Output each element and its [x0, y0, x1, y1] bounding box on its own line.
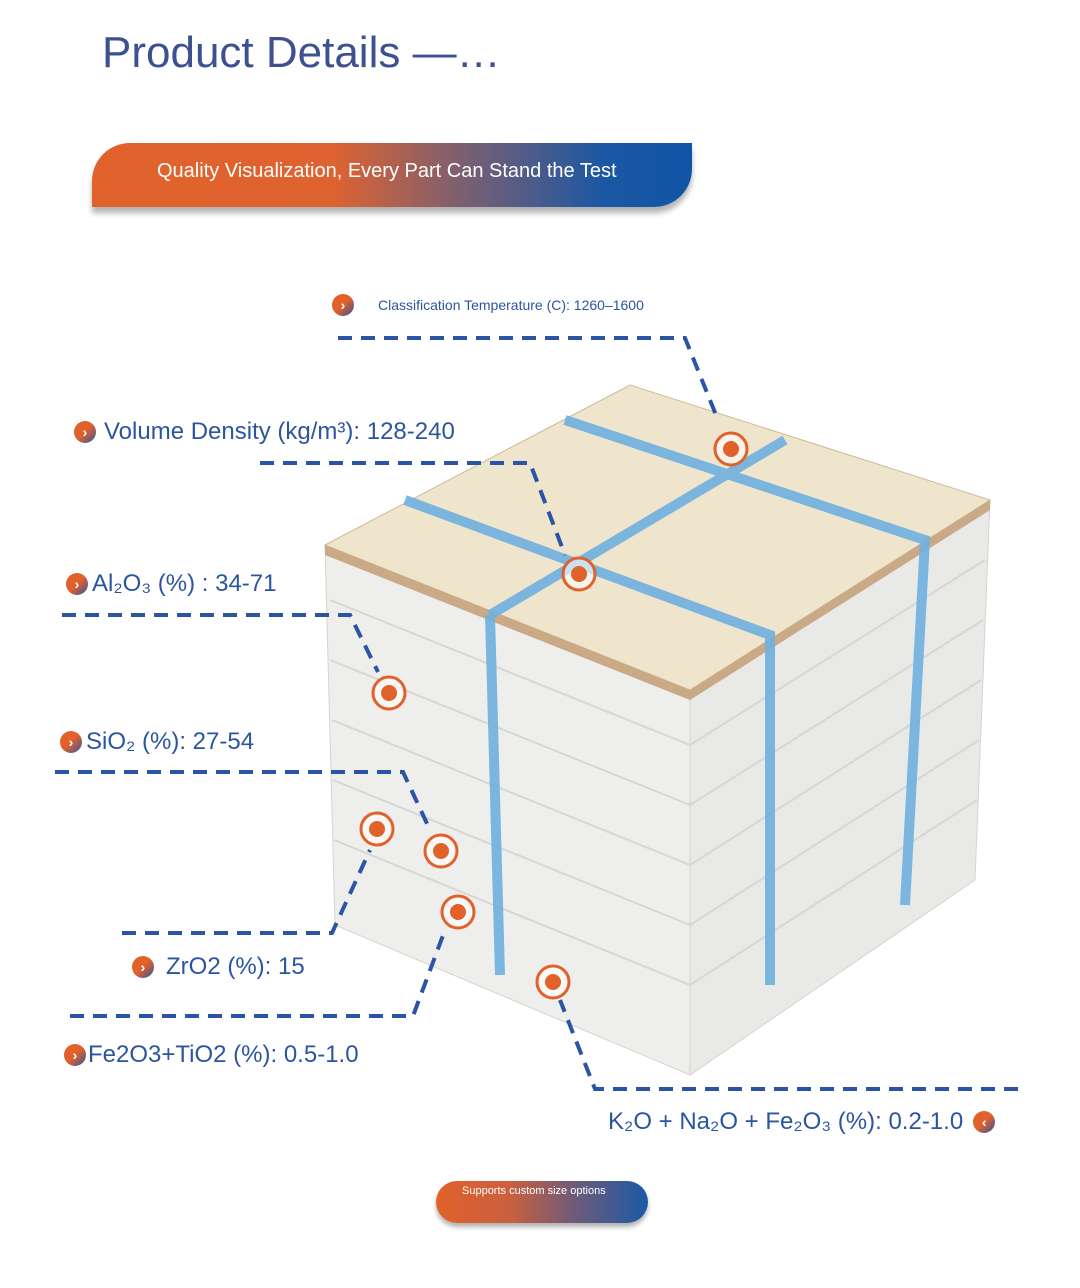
hotspot-marker — [713, 431, 749, 467]
hotspot-marker — [359, 811, 395, 847]
spec-fe2o3-tio2: › Fe2O3+TiO2 (%): 0.5-1.0 — [64, 1041, 359, 1069]
strap — [563, 415, 931, 906]
leader-line — [260, 461, 567, 556]
spec-classification-temperature: › Classification Temperature (C): 1260–1… — [332, 294, 644, 316]
chevron-right-icon: › — [332, 294, 354, 316]
spec-k2o-na2o-fe2o3: K₂O + Na₂O + Fe₂O₃ (%): 0.2-1.0 ‹ — [608, 1108, 996, 1136]
hotspot-marker — [423, 833, 459, 869]
hotspot-marker — [535, 964, 571, 1000]
strap — [403, 495, 775, 985]
spec-zro2: › ZrO2 (%): 15 — [132, 953, 305, 981]
banner: Quality Visualization, Every Part Can St… — [92, 143, 692, 207]
leader-line — [62, 613, 380, 673]
chevron-right-icon: › — [132, 956, 154, 978]
strap — [487, 435, 788, 620]
leader-line — [558, 999, 1018, 1091]
leader-line — [122, 849, 372, 935]
hotspot-marker — [561, 556, 597, 592]
leader-line — [338, 336, 720, 421]
banner-text: Quality Visualization, Every Part Can St… — [157, 160, 617, 182]
spec-volume-density: › Volume Density (kg/m³): 128-240 — [74, 418, 455, 446]
chevron-right-icon: › — [64, 1044, 86, 1066]
chevron-right-icon: › — [66, 573, 88, 595]
spec-al2o3: › Al₂O₃ (%) : 34-71 — [66, 570, 276, 598]
leader-line — [55, 770, 432, 831]
chevron-right-icon: › — [74, 421, 96, 443]
chevron-left-icon: ‹ — [973, 1111, 996, 1133]
spec-sio2: › SiO₂ (%): 27-54 — [60, 728, 254, 756]
hotspot-marker — [440, 894, 476, 930]
page-title: Product Details —… — [102, 28, 501, 77]
hotspot-marker — [371, 675, 407, 711]
leader-line — [70, 929, 447, 1018]
chevron-right-icon: › — [60, 731, 82, 753]
custom-size-badge: Supports custom size options — [436, 1181, 648, 1223]
